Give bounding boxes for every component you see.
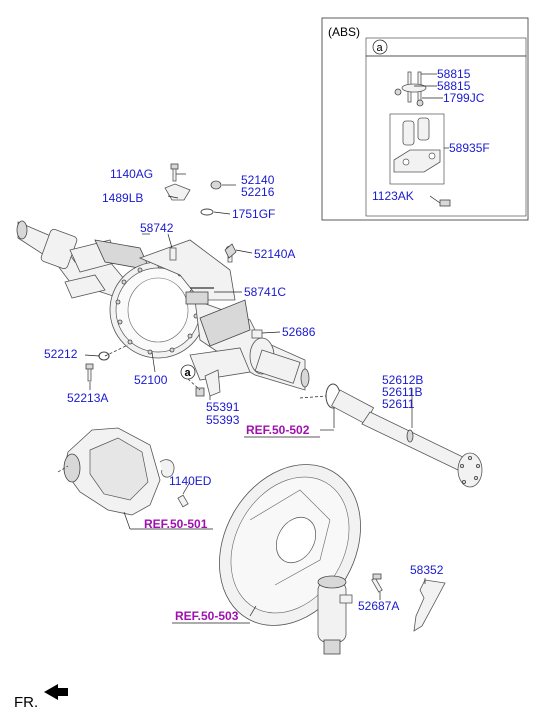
label-1751gf: 1751GF	[232, 207, 275, 221]
abs-sensor-bracket	[393, 117, 441, 173]
leader-lines	[57, 173, 426, 617]
label-55391: 55391	[206, 400, 240, 414]
abs-marker-circle	[372, 39, 388, 55]
front-arrow-icon	[44, 684, 68, 700]
label-52686: 52686	[282, 325, 316, 339]
housing-marker-a: a	[180, 364, 196, 380]
fr-label: FR.	[14, 694, 38, 711]
label-52611: 52611	[382, 397, 415, 411]
part-number-labels: 1140AG 52140 52216 1489LB 1751GF 58742 5…	[44, 167, 444, 613]
svg-text:a: a	[185, 367, 192, 379]
abs-marker-label: a	[377, 42, 384, 54]
upper-small-parts	[85, 163, 237, 382]
label-52611b: 52611B	[382, 385, 422, 399]
abs-part-1799jc: 1799JC	[443, 91, 485, 105]
abs-title: (ABS)	[328, 25, 360, 39]
label-52687a: 52687A	[358, 599, 399, 613]
label-55393: 55393	[206, 413, 240, 427]
label-58742: 58742	[140, 221, 174, 235]
abs-inset: (ABS) a 58815 58815	[321, 17, 529, 221]
label-58741c: 58741C	[244, 285, 286, 299]
abs-part-58935f: 58935F	[449, 141, 490, 155]
abs-small-bolt	[439, 199, 451, 207]
ref-link-50-502[interactable]: REF.50-502	[246, 423, 310, 437]
label-52140: 52140	[241, 173, 275, 187]
label-1140ag: 1140AG	[110, 167, 153, 181]
axle-housing	[16, 220, 310, 397]
brake-actuator	[317, 573, 383, 655]
abs-part-1123ak: 1123AK	[372, 189, 414, 203]
label-58352: 58352	[410, 563, 444, 577]
abs-part-58815-b: 58815	[437, 79, 471, 93]
front-direction-indicator: FR.	[14, 684, 68, 711]
axle-shaft	[325, 383, 483, 488]
lever-58352	[413, 579, 446, 632]
reference-labels[interactable]: REF.50-502 REF.50-501 REF.50-503	[144, 423, 320, 624]
ref-link-50-501[interactable]: REF.50-501	[144, 517, 208, 531]
ref-link-50-503[interactable]: REF.50-503	[175, 609, 239, 623]
label-52212: 52212	[44, 347, 78, 361]
label-52612b: 52612B	[382, 373, 423, 387]
differential-carrier	[63, 427, 189, 516]
label-52216: 52216	[241, 185, 275, 199]
label-52140a: 52140A	[254, 247, 295, 261]
label-1489lb: 1489LB	[102, 191, 143, 205]
label-1140ed: 1140ED	[169, 474, 212, 488]
label-52213a: 52213A	[67, 391, 108, 405]
label-52100: 52100	[134, 373, 168, 387]
abs-part-58815-a: 58815	[437, 67, 471, 81]
